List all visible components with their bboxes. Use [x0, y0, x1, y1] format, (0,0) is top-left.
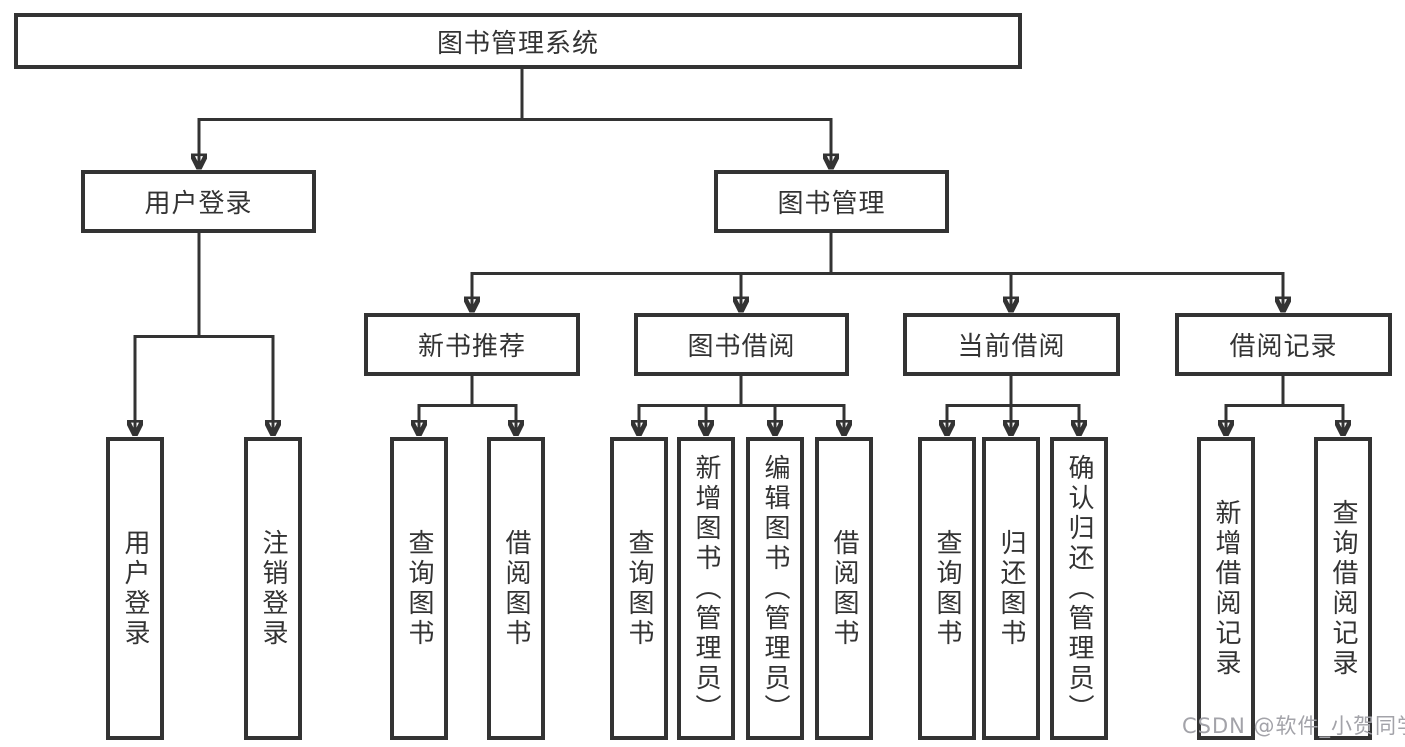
node-leaf-nb-borrow-books: 借阅图书: [487, 437, 545, 740]
node-leaf-logout: 注销登录: [244, 437, 302, 740]
node-book-management-label: 图书管理: [777, 189, 886, 219]
node-user-login: 用户登录: [81, 170, 316, 233]
node-leaf-bb-query-books-label: 查询图书: [624, 528, 654, 649]
node-leaf-br-query-record-label: 查询借阅记录: [1328, 498, 1358, 679]
node-leaf-cb-return-books: 归还图书: [982, 437, 1040, 740]
node-leaf-cb-return-books-label: 归还图书: [996, 528, 1026, 649]
node-leaf-bb-add-books-label: 新增图书（管理员）: [691, 453, 721, 724]
node-leaf-cb-confirm-return-label: 确认归还（管理员）: [1064, 453, 1094, 724]
watermark: CSDN @软件_小贺同学: [1182, 714, 1405, 738]
node-leaf-nb-query-books-label: 查询图书: [404, 528, 434, 649]
node-leaf-bb-edit-books-label: 编辑图书（管理员）: [760, 453, 790, 724]
node-leaf-cb-query-books-label: 查询图书: [932, 528, 962, 649]
node-book-management: 图书管理: [714, 170, 949, 233]
node-leaf-logout-label: 注销登录: [258, 528, 288, 649]
node-root: 图书管理系统: [14, 13, 1022, 69]
node-leaf-bb-add-books: 新增图书（管理员）: [677, 437, 735, 740]
node-user-login-label: 用户登录: [144, 189, 253, 219]
node-current-borrowing-label: 当前借阅: [957, 332, 1066, 362]
node-borrow-records-label: 借阅记录: [1229, 332, 1338, 362]
node-leaf-bb-edit-books: 编辑图书（管理员）: [746, 437, 804, 740]
node-book-borrowing-label: 图书借阅: [687, 332, 796, 362]
node-leaf-bb-borrow-books: 借阅图书: [815, 437, 873, 740]
node-leaf-user-login-label: 用户登录: [120, 528, 150, 649]
node-leaf-bb-borrow-books-label: 借阅图书: [829, 528, 859, 649]
node-leaf-cb-query-books: 查询图书: [918, 437, 976, 740]
node-leaf-nb-borrow-books-label: 借阅图书: [501, 528, 531, 649]
node-leaf-cb-confirm-return: 确认归还（管理员）: [1050, 437, 1108, 740]
node-current-borrowing: 当前借阅: [903, 313, 1120, 376]
node-new-books-label: 新书推荐: [417, 332, 526, 362]
node-root-label: 图书管理系统: [436, 28, 599, 59]
node-leaf-br-add-record: 新增借阅记录: [1197, 437, 1255, 740]
node-leaf-nb-query-books: 查询图书: [390, 437, 448, 740]
node-leaf-br-add-record-label: 新增借阅记录: [1211, 498, 1241, 679]
node-borrow-records: 借阅记录: [1175, 313, 1392, 376]
node-leaf-user-login: 用户登录: [106, 437, 164, 740]
node-leaf-bb-query-books: 查询图书: [610, 437, 668, 740]
node-leaf-br-query-record: 查询借阅记录: [1314, 437, 1372, 740]
node-book-borrowing: 图书借阅: [634, 313, 849, 376]
node-new-books: 新书推荐: [364, 313, 580, 376]
